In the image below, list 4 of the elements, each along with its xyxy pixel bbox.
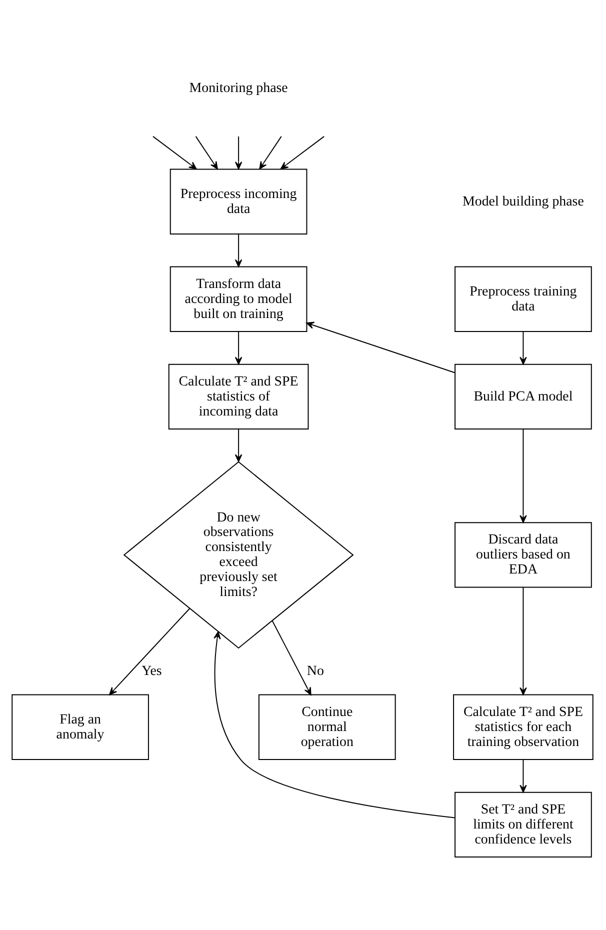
edge-label: No [306, 664, 324, 679]
edge-label: Yes [142, 664, 162, 679]
label: Monitoring phase [189, 80, 288, 96]
label: Model building phase [462, 194, 584, 209]
